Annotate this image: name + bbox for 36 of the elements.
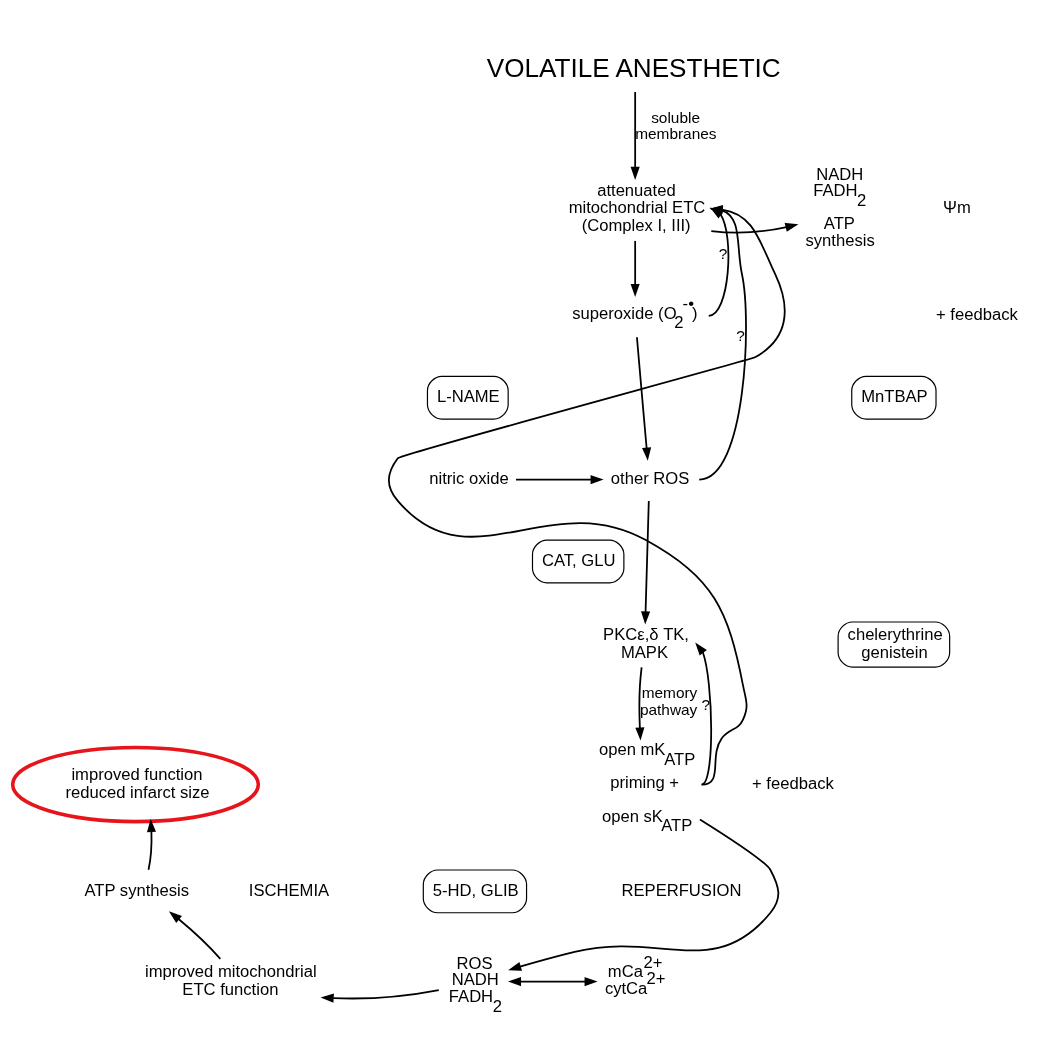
label: + feedback — [936, 305, 1018, 325]
node-text: VOLATILE ANESTHETIC — [486, 52, 781, 83]
arrow — [630, 91, 640, 180]
arrow — [146, 819, 157, 871]
arrow — [508, 818, 780, 971]
edge-label: ? — [736, 327, 745, 345]
node-ellipse: improved function reduced infarct size — [10, 745, 261, 824]
edge-label: ? — [718, 244, 728, 262]
label: REPERFUSION — [621, 880, 742, 900]
node-box: L-NAME — [426, 375, 509, 420]
node-box: chelerythrine genistein — [837, 621, 951, 668]
arrow — [641, 500, 651, 625]
node-box: MnTBAP — [851, 375, 937, 420]
arrow — [507, 977, 598, 987]
arrow — [695, 642, 713, 786]
node-text: other ROS — [610, 468, 690, 488]
arrow — [635, 666, 645, 741]
arrow — [515, 475, 604, 485]
edge-label: memory pathway — [639, 684, 698, 719]
node-text: nitric oxide — [429, 468, 509, 488]
node-box: 5-HD, GLIB — [422, 869, 528, 914]
label: + feedback — [752, 773, 834, 793]
node-text: improved mitochondrial ETC function — [145, 962, 317, 999]
node-text: ATP synthesis — [84, 880, 190, 900]
arrow — [636, 336, 652, 461]
arrow — [710, 222, 799, 234]
arrow — [630, 240, 640, 297]
arrow — [320, 989, 440, 1003]
node-box: CAT, GLU — [531, 539, 625, 584]
node-text: PKCε,δ TK, MAPK — [603, 625, 689, 662]
edge-label: soluble membranes — [635, 108, 717, 143]
label: ISCHEMIA — [248, 880, 330, 900]
arrow — [168, 911, 222, 960]
edge-label: ? — [701, 696, 710, 714]
label: Ψm — [943, 198, 971, 218]
node-text: attenuated mitochondrial ETC (Complex I, III) — [568, 180, 706, 236]
